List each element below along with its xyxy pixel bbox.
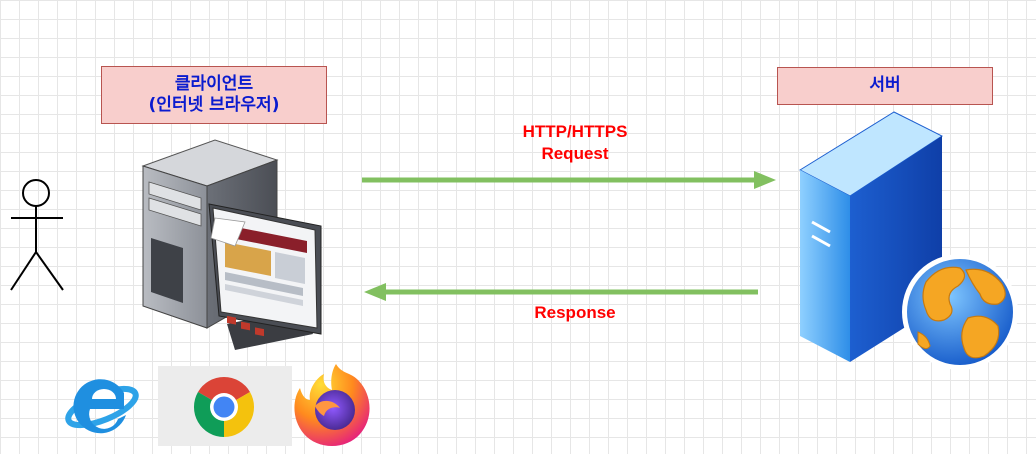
chrome-icon <box>193 377 255 437</box>
firefox-icon <box>294 364 370 446</box>
client-title-line2: (인터넷 브라우저) <box>148 95 280 115</box>
internet-explorer-icon <box>65 379 139 434</box>
request-label-line2: Request <box>541 144 609 164</box>
server-label: 서버 <box>777 67 993 105</box>
response-label-text: Response <box>534 303 616 322</box>
stick-figure-icon <box>10 179 64 291</box>
request-arrow <box>362 171 776 189</box>
client-label: 클라이언트 (인터넷 브라우저) <box>101 66 327 124</box>
response-label: Response <box>490 302 660 324</box>
client-title-line1: 클라이언트 <box>174 73 254 94</box>
request-label-line1: HTTP/HTTPS <box>522 122 628 141</box>
response-arrow <box>364 283 758 301</box>
server-title: 서버 <box>869 75 901 96</box>
request-label: HTTP/HTTPS Request <box>490 121 660 165</box>
desktop-computer-icon <box>141 139 322 350</box>
web-server-globe-icon <box>798 111 1018 370</box>
